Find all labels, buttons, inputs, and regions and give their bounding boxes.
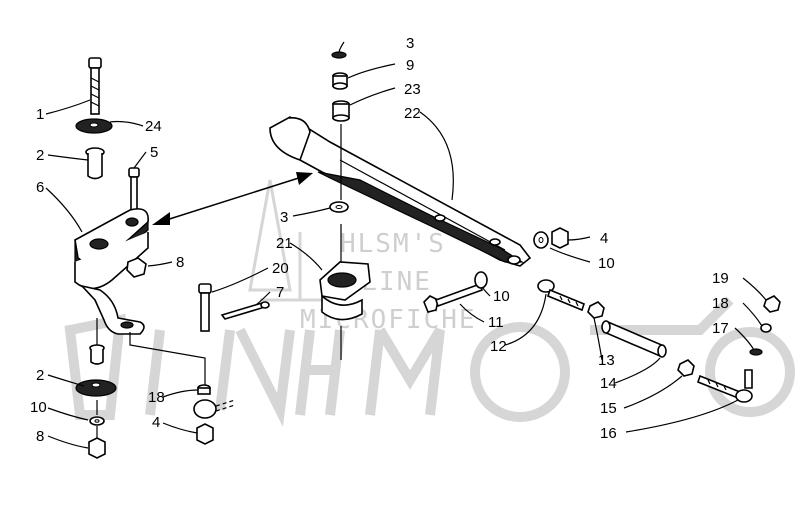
bushing-part-2-lower bbox=[89, 318, 105, 365]
callout-15: 15 bbox=[600, 400, 617, 417]
leader-lines bbox=[45, 41, 767, 449]
callout-4: 4 bbox=[152, 414, 160, 431]
bushing-part-23 bbox=[332, 100, 350, 122]
callout-5: 5 bbox=[150, 144, 158, 161]
nut-part-4-lower bbox=[196, 423, 214, 445]
callout-9: 9 bbox=[406, 57, 414, 74]
lock-washer-lower bbox=[75, 379, 117, 397]
cotter-pin-part-7 bbox=[220, 301, 270, 320]
washer-part-10-left bbox=[89, 416, 105, 426]
lock-washer-part-24 bbox=[75, 118, 113, 134]
callout-3: 3 bbox=[280, 209, 288, 226]
washer-part-3-upper bbox=[331, 51, 347, 59]
bracket-part-6 bbox=[74, 208, 149, 335]
jam-nut-part-13 bbox=[587, 301, 605, 319]
washer-part-18-lower bbox=[197, 384, 211, 395]
callout-2: 2 bbox=[36, 367, 44, 384]
left-bracket-assembly bbox=[74, 57, 149, 459]
callout-3: 3 bbox=[406, 35, 414, 52]
callout-7: 7 bbox=[276, 284, 284, 301]
washer-part-3-lower bbox=[329, 201, 349, 213]
spacer-part-9 bbox=[332, 72, 348, 90]
callout-11: 11 bbox=[488, 314, 504, 331]
nut-part-4-right bbox=[551, 227, 569, 249]
bolt-part-5 bbox=[128, 167, 140, 214]
tie-rod-end-part-16 bbox=[697, 369, 753, 403]
washer-part-17 bbox=[749, 348, 763, 356]
washer-part-10-middle bbox=[474, 271, 488, 289]
tie-rod-end-part-12 bbox=[537, 279, 585, 312]
callout-16: 16 bbox=[600, 425, 617, 442]
callout-10: 10 bbox=[493, 288, 510, 305]
watermark-line-1: HLSM'S bbox=[340, 229, 446, 259]
jam-nut-part-15 bbox=[677, 359, 695, 377]
callout-18: 18 bbox=[712, 295, 729, 312]
callout-14: 14 bbox=[600, 375, 617, 392]
callout-8: 8 bbox=[176, 254, 184, 271]
lock-washer-part-18-right bbox=[760, 323, 772, 333]
bolt-part-20 bbox=[198, 283, 212, 332]
bushing-part-2-upper bbox=[85, 147, 105, 180]
assembly-arrow bbox=[152, 172, 313, 225]
callout-10: 10 bbox=[598, 255, 615, 272]
callout-4: 4 bbox=[600, 230, 608, 247]
callout-12: 12 bbox=[490, 338, 507, 355]
callout-18: 18 bbox=[148, 389, 165, 406]
pivot-bracket-part-21 bbox=[319, 224, 371, 360]
callout-17: 17 bbox=[712, 320, 729, 337]
callout-19: 19 bbox=[712, 270, 729, 287]
callout-6: 6 bbox=[36, 179, 44, 196]
adjuster-sleeve-part-14 bbox=[601, 320, 667, 358]
callout-labels: 1 2 2 3 3 4 4 5 6 7 8 8 9 10 10 10 11 12… bbox=[30, 35, 729, 445]
steering-arm-part-22 bbox=[269, 116, 532, 267]
nut-part-19 bbox=[763, 295, 781, 313]
bolt-part-11 bbox=[423, 282, 484, 313]
callout-21: 21 bbox=[276, 235, 293, 252]
rod-end-ball-lower bbox=[193, 399, 236, 419]
callout-20: 20 bbox=[272, 260, 289, 277]
callout-1: 1 bbox=[36, 106, 44, 123]
callout-22: 22 bbox=[404, 105, 421, 122]
callout-2: 2 bbox=[36, 147, 44, 164]
bolt-part-1 bbox=[88, 57, 102, 115]
callout-10: 10 bbox=[30, 399, 47, 416]
washer-part-10-right bbox=[533, 231, 549, 249]
leader-line-bracket bbox=[129, 332, 206, 388]
callout-13: 13 bbox=[598, 352, 615, 369]
watermark-graphic bbox=[64, 179, 795, 428]
nut-part-8-lower bbox=[88, 437, 106, 459]
callout-24: 24 bbox=[145, 118, 162, 135]
callout-8: 8 bbox=[36, 428, 44, 445]
nut-part-8-upper bbox=[126, 257, 147, 278]
callout-23: 23 bbox=[404, 81, 421, 98]
